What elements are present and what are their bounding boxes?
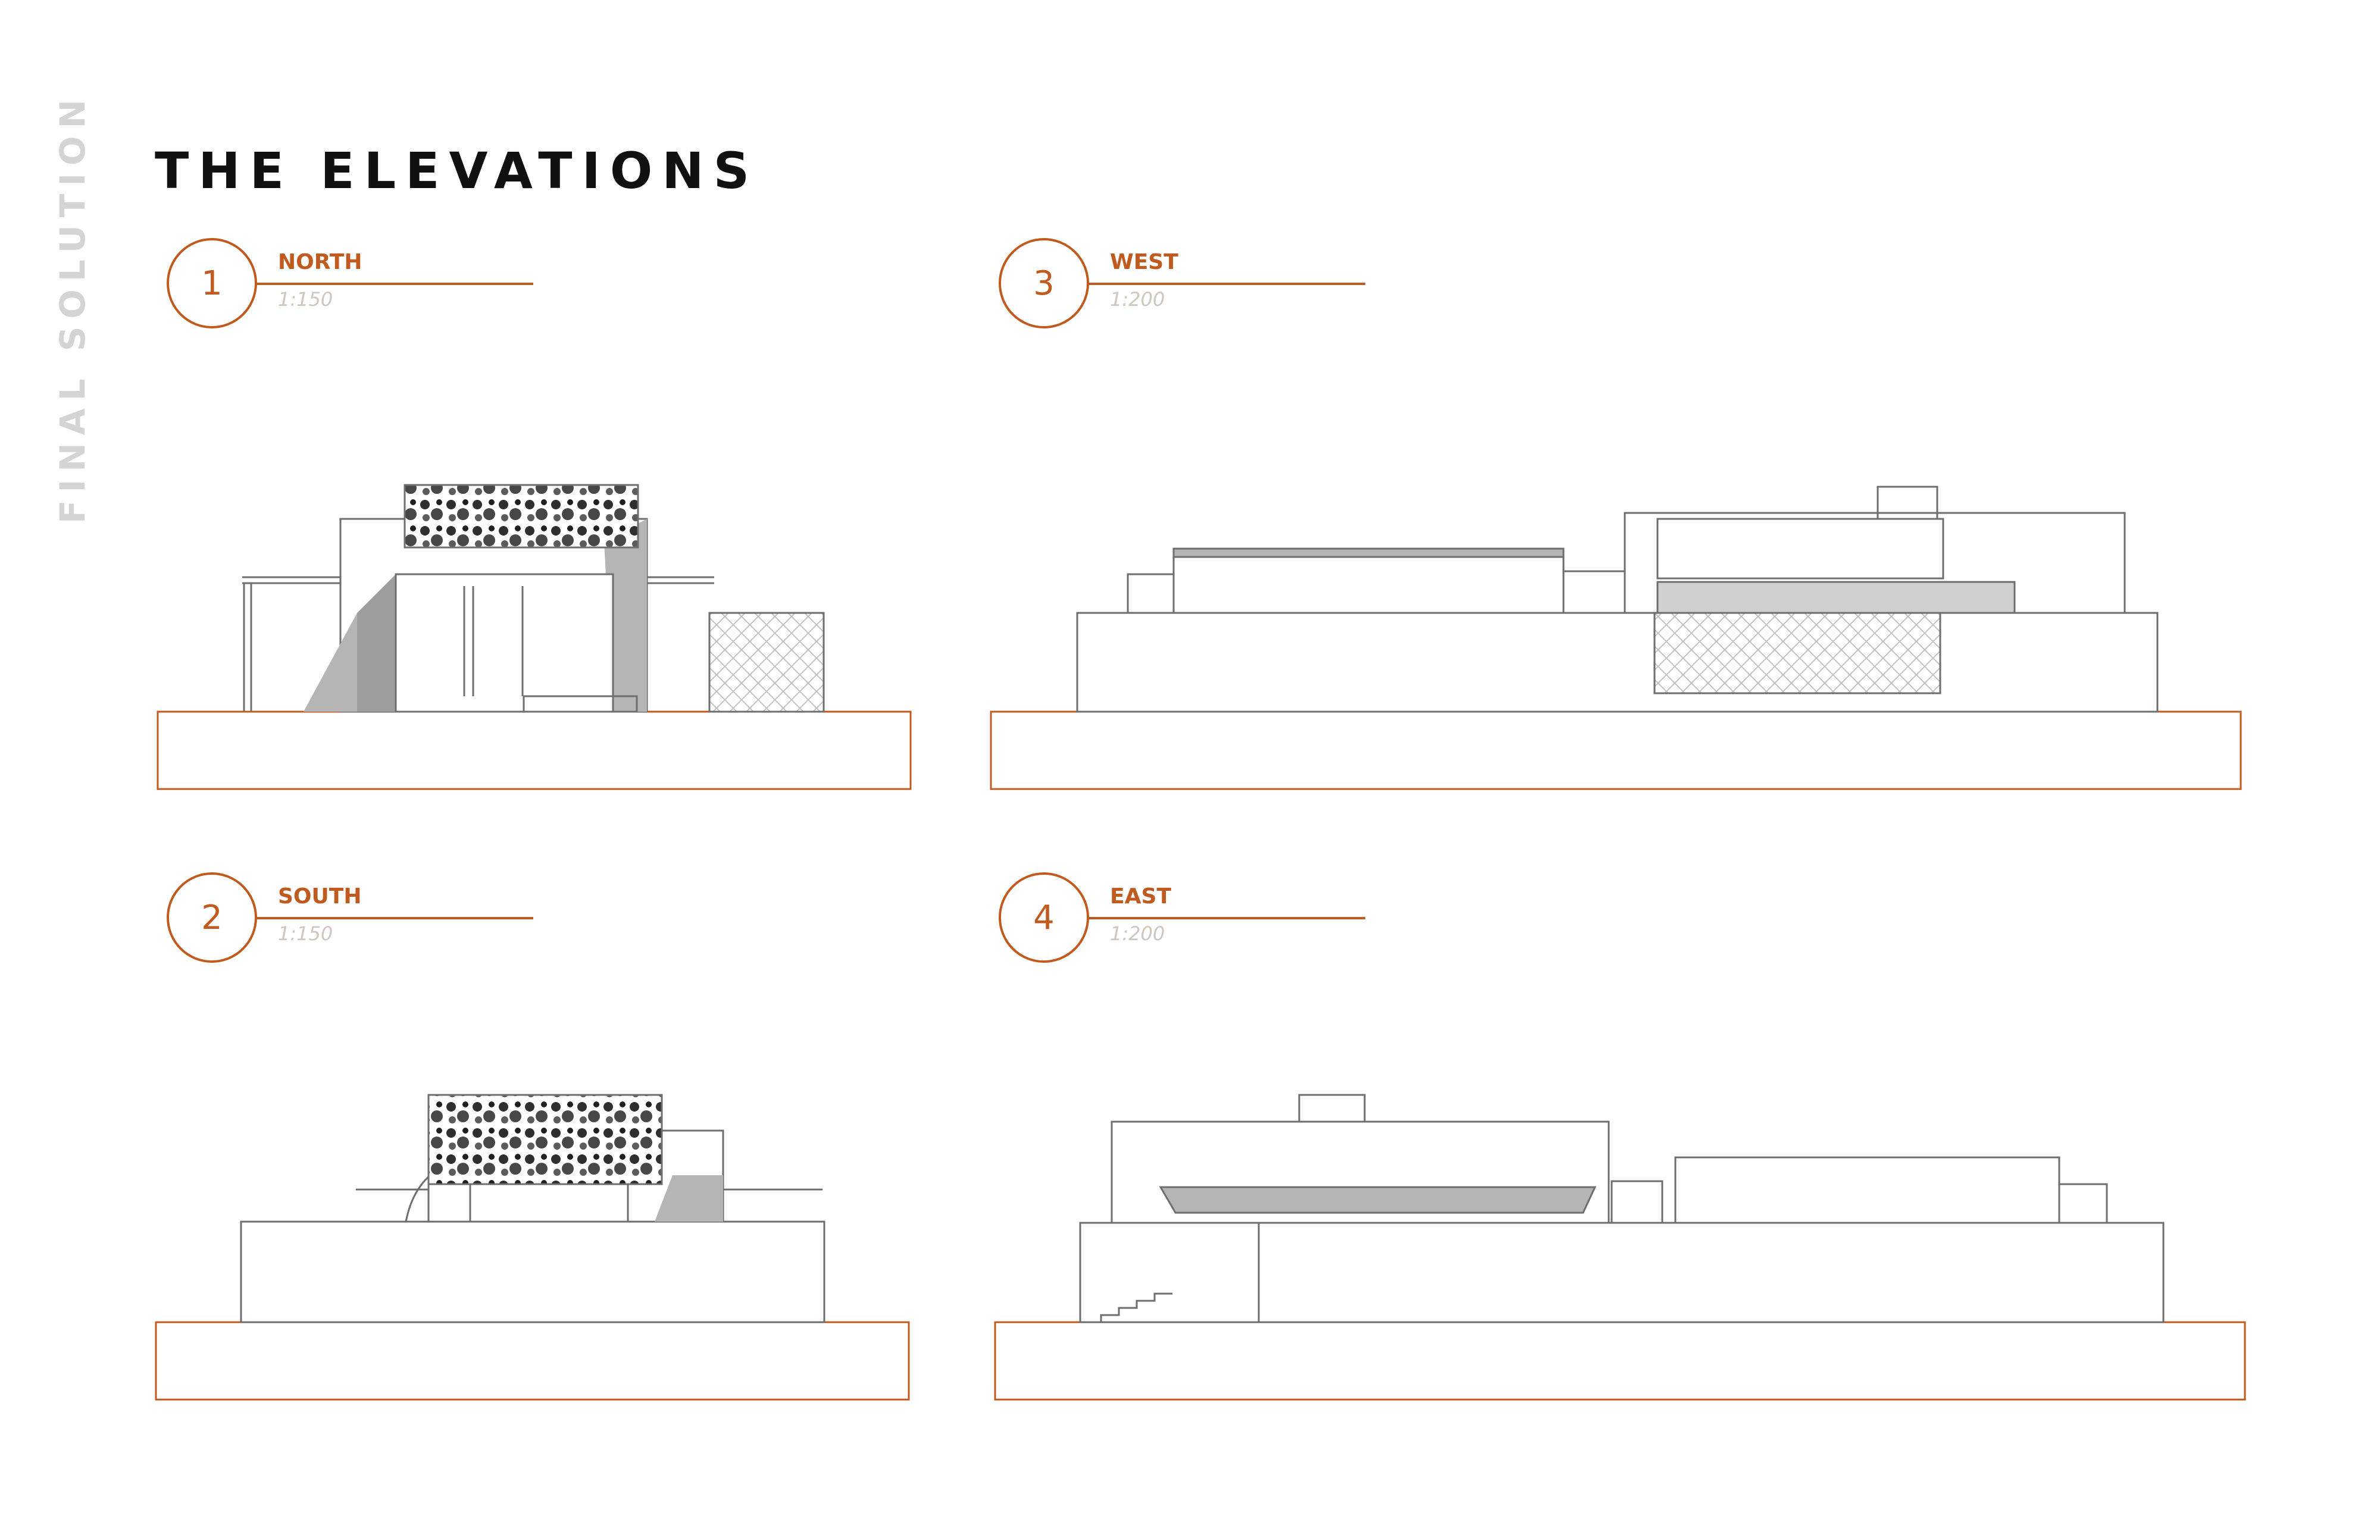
- header-rule: [1087, 917, 1365, 919]
- chimney: [1877, 486, 1938, 520]
- terrace-rail: [1610, 1180, 1663, 1224]
- page-title: THE ELEVATIONS: [155, 142, 759, 200]
- ribbon-window: [1159, 1186, 1597, 1214]
- view-header-east: 4 EAST 1:200: [999, 872, 1380, 974]
- elevation-west: [990, 486, 2242, 790]
- roof-band: [1172, 547, 1565, 558]
- view-scale: 1:200: [1110, 922, 1165, 945]
- shadow: [304, 613, 357, 712]
- foliage-screen: [427, 1094, 663, 1185]
- header-rule: [255, 283, 533, 285]
- entry-block: [469, 1183, 629, 1223]
- view-scale: 1:200: [1110, 288, 1165, 311]
- right-volume: [1674, 1156, 2060, 1224]
- glazing: [395, 573, 614, 713]
- ribbon-window: [1656, 581, 2016, 614]
- view-scale: 1:150: [278, 288, 333, 311]
- upper-volume: [1656, 518, 1944, 580]
- elevation-south: [155, 1094, 910, 1401]
- elevation-north: [157, 484, 912, 790]
- view-name: SOUTH: [278, 884, 362, 909]
- ground-plinth: [157, 710, 912, 790]
- view-header-south: 2 SOUTH 1:150: [167, 872, 548, 974]
- header-rule: [1087, 283, 1365, 285]
- step: [523, 695, 638, 713]
- view-name: NORTH: [278, 250, 362, 274]
- view-header-north: 1 NORTH 1:150: [167, 238, 548, 339]
- podium: [1076, 612, 2159, 713]
- screen-panel: [708, 612, 825, 713]
- ground-plinth: [994, 1321, 2246, 1401]
- view-name: WEST: [1110, 250, 1178, 274]
- foliage-screen: [404, 484, 639, 549]
- terrace-rail: [1562, 570, 1630, 614]
- shadow: [604, 519, 647, 712]
- shadow: [357, 574, 396, 712]
- chimney: [1298, 1094, 1366, 1123]
- podium: [240, 1220, 825, 1323]
- small-block: [2058, 1183, 2108, 1224]
- elevation-east: [994, 1094, 2246, 1401]
- header-rule: [255, 917, 533, 919]
- screen-panel: [1653, 612, 1941, 694]
- view-name: EAST: [1110, 884, 1171, 909]
- wing-volume: [1172, 547, 1565, 614]
- low-wing: [1127, 573, 1177, 614]
- ground-plinth: [990, 710, 2242, 790]
- shadow: [655, 1175, 723, 1222]
- ground-plinth: [155, 1321, 910, 1401]
- stair: [1080, 1292, 1172, 1323]
- view-header-west: 3 WEST 1:200: [999, 238, 1380, 339]
- podium: [1258, 1222, 2165, 1323]
- side-wall: [1079, 1222, 1260, 1323]
- view-scale: 1:150: [278, 922, 333, 945]
